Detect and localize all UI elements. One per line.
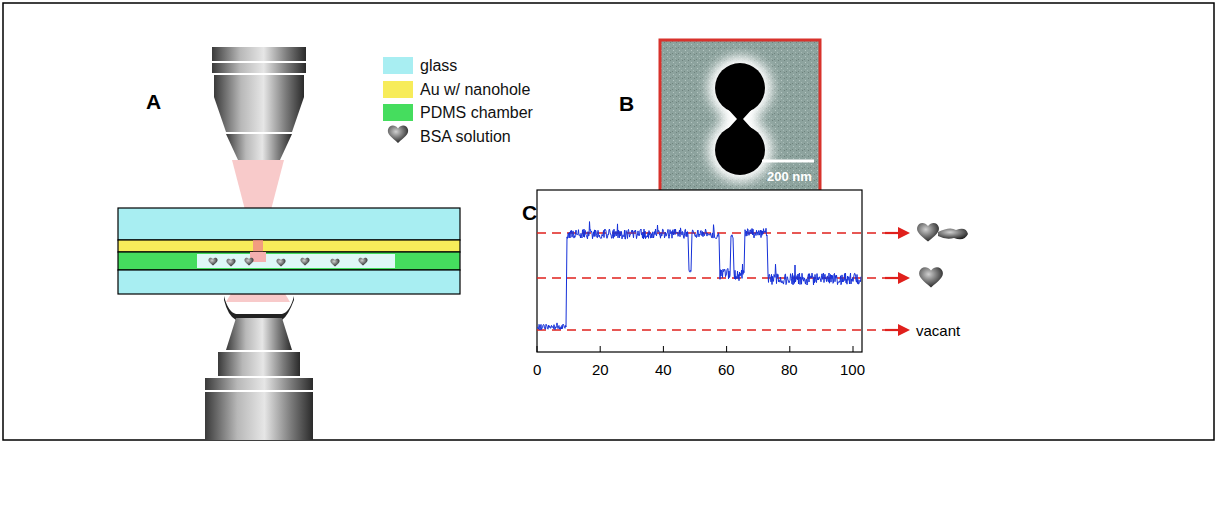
dimer-symbol	[917, 223, 968, 242]
sample-stack	[118, 208, 460, 294]
legend-text: BSA solution	[420, 128, 511, 146]
tick-label: 80	[781, 362, 798, 379]
legend-swatch	[383, 104, 413, 121]
sem-image	[660, 40, 820, 195]
tick-label: 40	[655, 362, 672, 379]
legend-text: PDMS chamber	[420, 104, 533, 122]
panel-letter: B	[619, 92, 634, 115]
trace-plot	[537, 190, 910, 352]
objective-lens	[212, 47, 306, 160]
legend-text: glass	[420, 57, 457, 75]
tick-label: 100	[840, 362, 865, 379]
panel-letter: C	[522, 201, 537, 224]
legend-swatch	[383, 81, 413, 98]
immersion-objective	[205, 296, 313, 440]
legend-text: Au w/ nanohole	[420, 81, 530, 99]
tick-label: 20	[592, 362, 609, 379]
tick-label: 0	[533, 362, 541, 379]
tick-label: 60	[718, 362, 735, 379]
state-label: vacant	[916, 323, 960, 340]
panel-letter: A	[146, 90, 161, 113]
monomer-symbol	[919, 267, 943, 287]
figure-frame	[3, 3, 1214, 440]
legend-swatch	[383, 57, 413, 74]
bsa-symbol	[388, 126, 408, 143]
scale-label: 200 nm	[767, 170, 812, 184]
